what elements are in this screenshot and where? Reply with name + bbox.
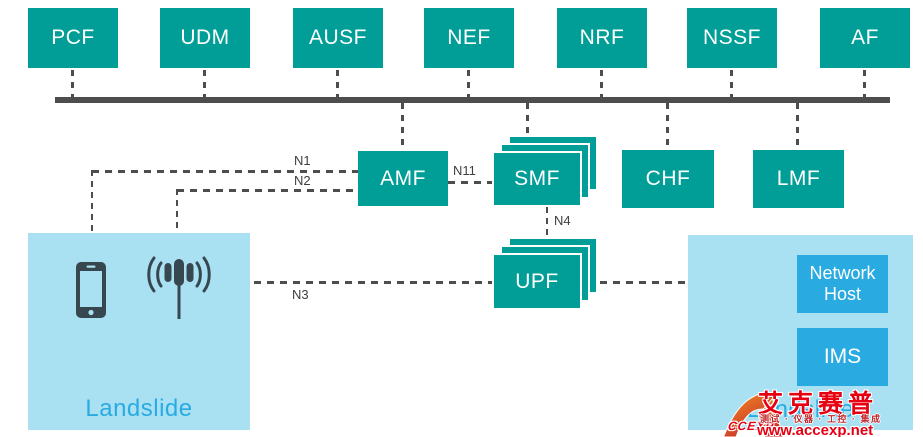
nf-stack-upf: UPF [492,237,600,312]
nf-box-nrf: NRF [557,8,647,68]
nf-label: PCF [51,26,95,49]
nf-box-amf: AMF [358,151,448,206]
connector-bus-chf [666,103,669,149]
nf-box-smf: SMF [492,151,582,207]
ims-label: IMS [823,345,862,368]
interface-label-n2: N2 [294,173,311,188]
connector-ausf-bus [336,70,339,97]
n3-line [215,281,492,284]
watermark: CCEXP 艾克赛普 测试 · 仪器 · 工控 · 集成 www.accexp.… [712,381,923,437]
nf-box-udm: UDM [160,8,250,68]
ims-box: IMS [797,328,888,386]
interface-label-n4: N4 [554,213,571,228]
nf-box-nssf: NSSF [687,8,777,68]
smartphone-icon [76,262,106,318]
nf-box-nef: NEF [424,8,514,68]
watermark-url: www.accexp.net [757,422,874,437]
nf-box-chf: CHF [622,150,714,208]
watermark-brand: 艾克赛普 [758,390,879,418]
nf-label: NEF [447,26,491,49]
interface-label-n3: N3 [292,287,309,302]
nf-box-pcf: PCF [28,8,118,68]
network-host-box: Network Host [797,255,888,313]
nf-label: NSSF [702,26,761,49]
connector-nrf-bus [600,70,603,97]
nf-box-ausf: AUSF [293,8,383,68]
connector-nef-bus [467,70,470,97]
nf-label: AMF [380,166,426,190]
connector-af-bus [863,70,866,97]
network-host-label: Network Host [809,263,876,304]
accexp-logo-icon [723,391,784,437]
connector-pcf-bus [71,70,74,97]
nf-label: SMF [514,167,560,190]
nf-label: NRF [579,26,625,49]
service-bus-bar [55,97,890,103]
n11-line [448,181,492,184]
n2-line [177,189,358,192]
n1-line-vertical [91,170,93,252]
n1-line [92,170,358,173]
connector-bus-amf [401,103,404,151]
left-landslide-panel: Landslide [28,233,250,430]
nf-box-upf: UPF [492,253,582,310]
nf-stack-smf: SMF [492,135,600,208]
connector-udm-bus [203,70,206,97]
nf-label: UPF [515,269,559,293]
interface-label-n1: N1 [294,153,311,168]
nf-label: CHF [645,167,691,190]
interface-label-n11: N11 [453,163,476,178]
nf-label: LMF [776,167,821,190]
nf-box-lmf: LMF [753,150,844,208]
nf-box-af: AF [820,8,910,68]
nf-label: AF [851,26,879,49]
connector-bus-lmf [796,103,799,149]
watermark-tagline: 测试 · 仪器 · 工控 · 集成 [760,414,882,424]
left-panel-caption: Landslide [85,395,193,422]
n4-line [546,207,548,237]
n2-line-vertical [176,189,178,252]
connector-nssf-bus [730,70,733,97]
nf-label: AUSF [308,26,367,49]
connector-bus-smf [526,103,529,134]
nf-label: UDM [180,26,230,49]
radio-tower-icon [147,256,211,319]
